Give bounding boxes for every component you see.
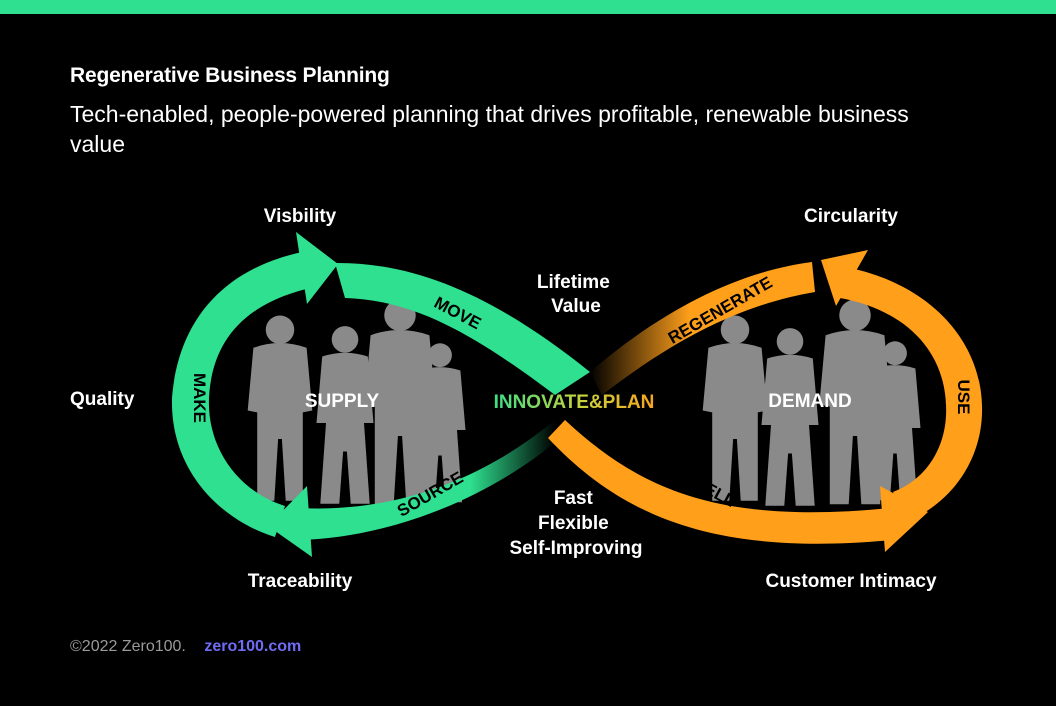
make-arc (171, 250, 315, 537)
center-label-amp: & (589, 392, 603, 413)
source-arrowhead (268, 486, 312, 557)
lifetime-value-label: Lifetime Value (537, 272, 615, 317)
stage-use-label: USE (954, 380, 973, 415)
lifetime-value-line-2: Value (551, 296, 601, 317)
center-bottom-label: Fast Flexible Self-Improving (509, 488, 642, 559)
regenerate-arrowhead (821, 250, 868, 306)
page-title: Regenerative Business Planning (70, 64, 390, 87)
footer: ©2022 Zero100. zero100.com (70, 638, 301, 656)
demand-label: DEMAND (768, 391, 851, 412)
use-arc (840, 268, 983, 522)
supply-label: SUPPLY (305, 391, 380, 412)
top-accent-bar (0, 0, 1056, 14)
quality-label: Quality (70, 389, 135, 410)
center-bottom-line-2: Flexible (538, 513, 609, 534)
sell-arc (548, 420, 893, 544)
center-label: INNOVATE&PLAN (494, 392, 655, 413)
regenerate-arc (590, 262, 815, 395)
circularity-label: Circularity (804, 206, 898, 227)
site-link[interactable]: zero100.com (204, 638, 302, 655)
copyright-text: ©2022 Zero100. (70, 638, 186, 655)
traceability-label: Traceability (248, 571, 353, 592)
lifetime-value-line-1: Lifetime (537, 272, 610, 293)
visibility-label: Visbility (264, 206, 337, 227)
source-arc (300, 420, 558, 540)
stage-make-label: MAKE (190, 373, 209, 423)
move-arc (335, 262, 590, 395)
center-label-part1: INNOVATE (494, 392, 589, 413)
center-bottom-line-1: Fast (554, 488, 594, 509)
center-label-part2: PLAN (603, 392, 655, 413)
center-bottom-line-3: Self-Improving (509, 538, 642, 559)
page-subtitle: Tech-enabled, people-powered planning th… (70, 101, 909, 157)
make-arrowhead (296, 232, 338, 304)
customer-intimacy-label: Customer Intimacy (765, 571, 936, 592)
sell-arrowhead (880, 486, 928, 552)
